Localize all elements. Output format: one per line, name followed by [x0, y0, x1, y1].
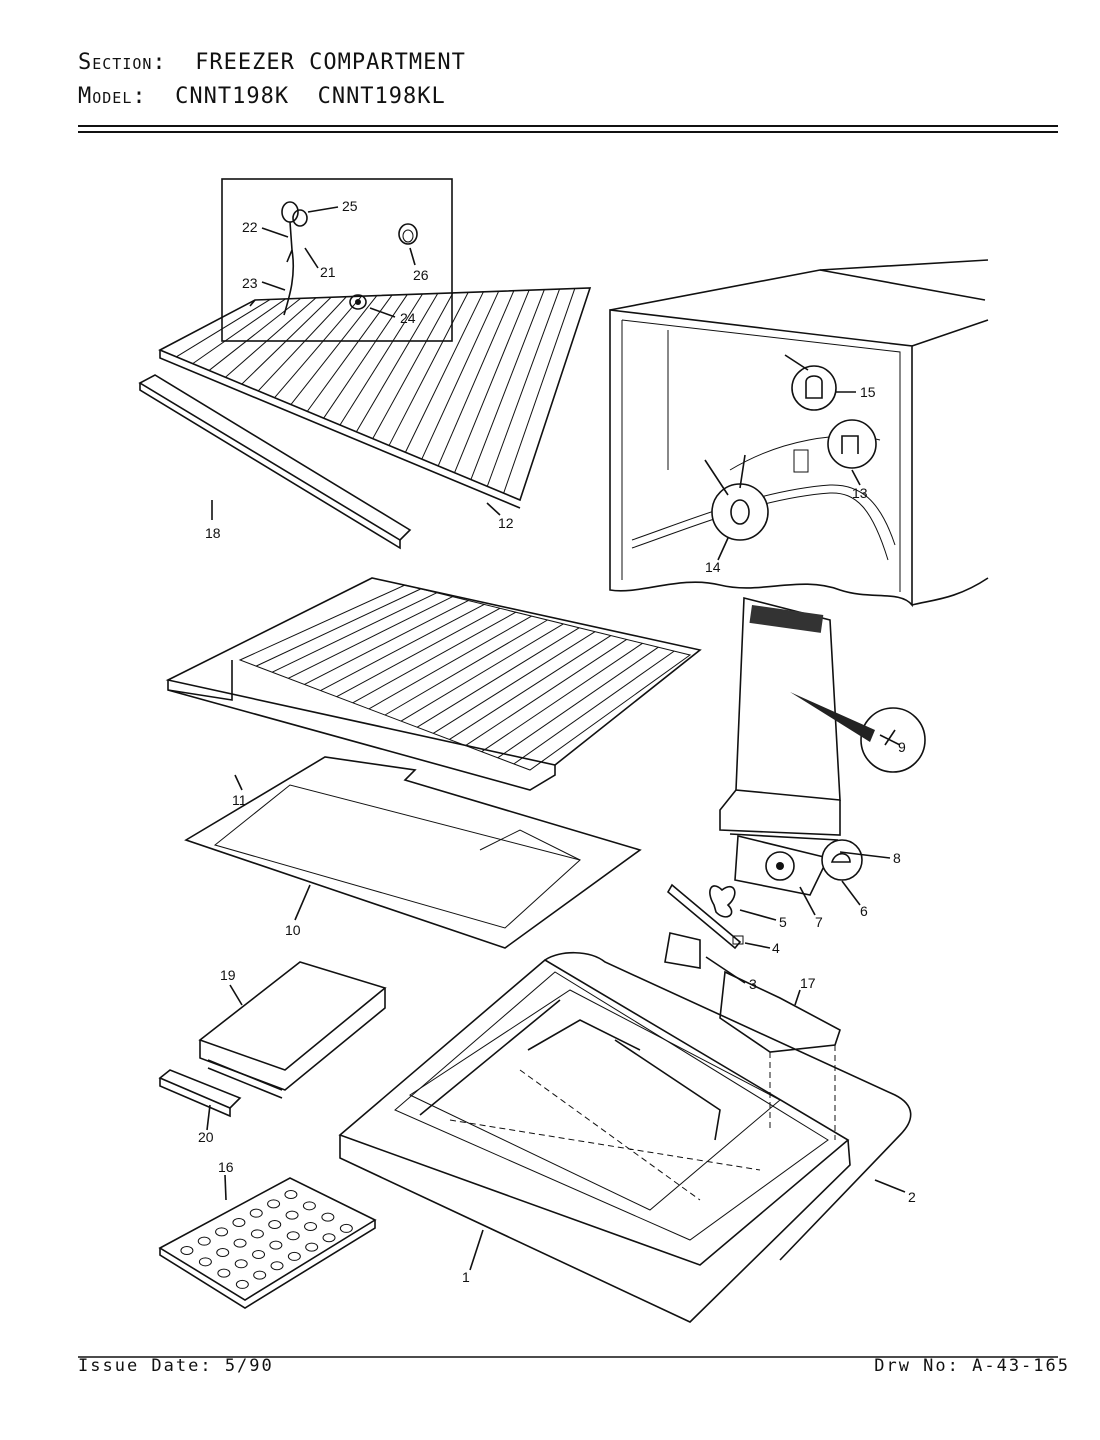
drawing-number: Drw No: A-43-165 [874, 1356, 1070, 1376]
callout-4: 4 [772, 940, 780, 956]
callout-18: 18 [205, 525, 221, 541]
section-header: Section: FREEZER COMPARTMENT [78, 50, 466, 75]
pan-gasket [419, 951, 912, 1261]
leader-lines [206, 206, 906, 1271]
freezer-floor-pan [338, 959, 851, 1323]
callout-11: 11 [232, 792, 247, 808]
callout-13: 13 [852, 485, 868, 501]
freezer-cabinet [609, 259, 989, 608]
fan-assembly [664, 834, 863, 969]
section-value: FREEZER COMPARTMENT [195, 50, 466, 75]
callout-7: 7 [815, 914, 823, 930]
shelf-insert [184, 756, 642, 949]
shelf-frame [165, 577, 702, 791]
inset-light-assembly [221, 178, 453, 342]
callout-22: 22 [242, 219, 258, 235]
shelf-front-trim [138, 374, 412, 550]
callout-12: 12 [498, 515, 514, 531]
model-value: CNNT198K CNNT198KL [175, 84, 446, 109]
model-header: Model: CNNT198K CNNT198KL [78, 84, 446, 109]
callout-9: 9 [898, 739, 906, 755]
callout-24: 24 [400, 310, 416, 326]
callout-14: 14 [705, 559, 721, 575]
callout-15: 15 [860, 384, 876, 400]
callout-21: 21 [320, 264, 336, 280]
callout-19: 19 [220, 967, 236, 983]
section-label: Section: [78, 50, 167, 75]
callout-26: 26 [413, 267, 429, 283]
callout-10: 10 [285, 922, 301, 938]
air-duct [719, 596, 926, 841]
callout-20: 20 [198, 1129, 214, 1145]
wire-shelf [158, 287, 592, 509]
callout-6: 6 [860, 903, 868, 919]
callout-16: 16 [218, 1159, 234, 1175]
bin-clip [158, 1069, 242, 1118]
callout-5: 5 [779, 914, 787, 930]
model-label: Model: [78, 84, 147, 109]
callout-8: 8 [893, 850, 901, 866]
callout-1: 1 [462, 1269, 470, 1285]
callout-17: 17 [800, 975, 816, 991]
callout-23: 23 [242, 275, 258, 291]
callout-25: 25 [342, 198, 358, 214]
callout-3: 3 [749, 976, 757, 992]
issue-date: Issue Date: 5/90 [78, 1356, 274, 1376]
ice-tray [158, 1177, 377, 1309]
callout-2: 2 [908, 1189, 916, 1205]
ice-bin [198, 961, 387, 1099]
duct-cover [719, 970, 841, 1140]
